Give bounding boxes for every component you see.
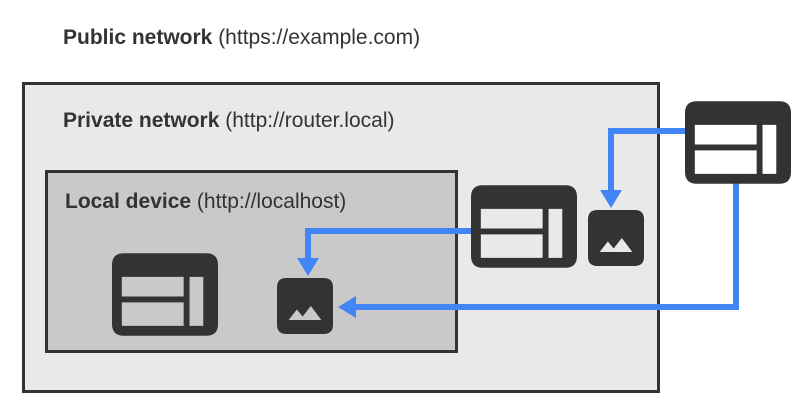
public-network-url: (https://example.com) (212, 26, 421, 49)
private-network-box: Private network (http://router.local) Lo… (22, 82, 660, 393)
arrow-private-browser-to-local-image (297, 228, 471, 276)
public-network-label: Public network (https://example.com) (63, 25, 420, 51)
browser-window-icon (112, 253, 218, 336)
image-icon (588, 210, 644, 266)
public-network-name: Public network (63, 26, 213, 49)
browser-window-icon (471, 185, 577, 268)
local-device-url: (http://localhost) (191, 190, 347, 213)
browser-window-icon (685, 101, 791, 184)
local-device-name: Local device (65, 190, 192, 213)
arrow-public-browser-to-private-image (600, 128, 685, 208)
private-network-url: (http://router.local) (219, 109, 395, 132)
arrow-public-browser-to-local-image (338, 183, 739, 318)
local-device-label: Local device (http://localhost) (65, 189, 346, 215)
private-network-label: Private network (http://router.local) (63, 108, 394, 134)
image-icon (277, 278, 333, 334)
private-network-name: Private network (63, 109, 220, 132)
